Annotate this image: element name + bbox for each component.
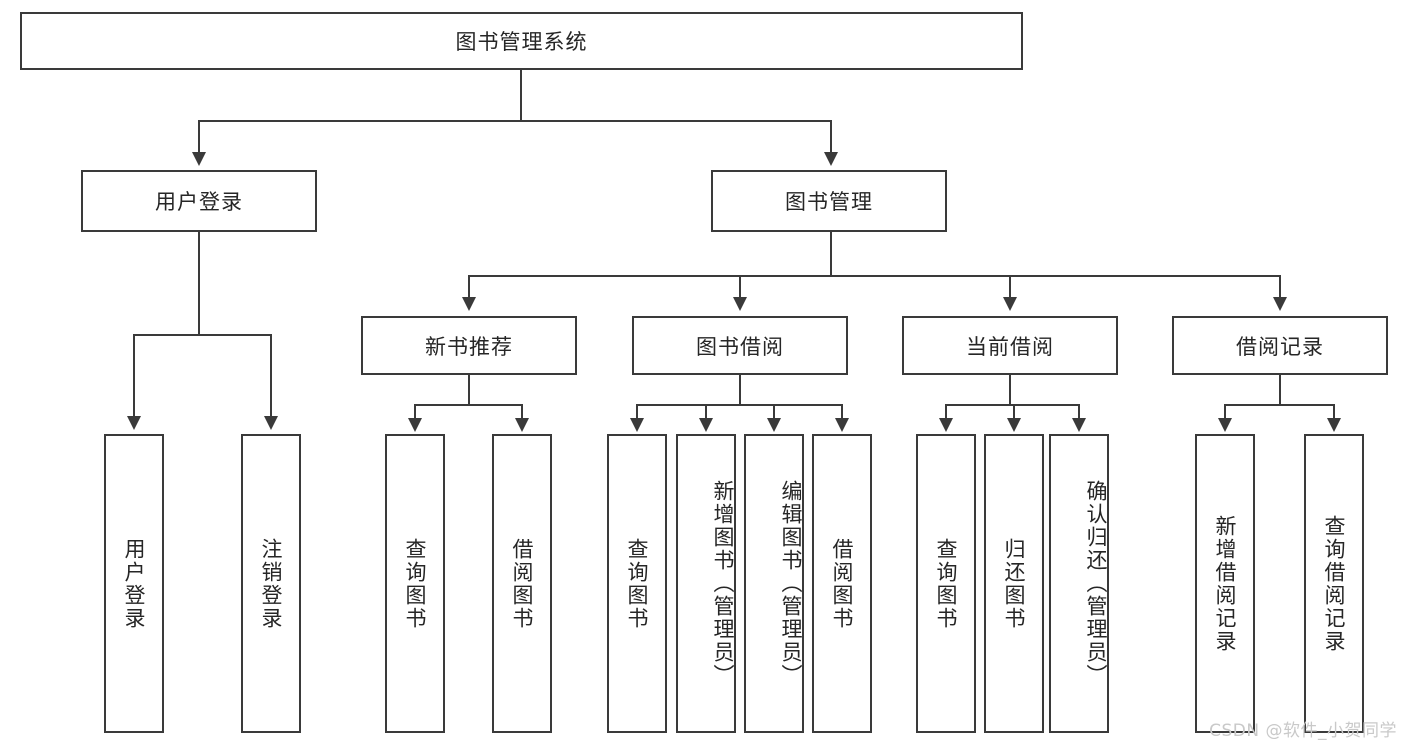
connector-to-new-book-recommend xyxy=(468,275,470,299)
connector-root-bus xyxy=(198,120,832,122)
node-label: 新增借阅记录 xyxy=(1213,514,1238,653)
leaf-query-book-recommend[interactable]: 查询图书 xyxy=(385,434,445,733)
connector-book-borrow-stem xyxy=(739,375,741,405)
connector-to-leaf-add-record xyxy=(1224,404,1226,420)
connector-new-book-recommend-bus xyxy=(415,404,523,406)
node-label: 查询图书 xyxy=(934,537,959,630)
connector-user-login-bus xyxy=(134,334,272,336)
leaf-return-book[interactable]: 归还图书 xyxy=(984,434,1044,733)
node-user-login[interactable]: 用户登录 xyxy=(81,170,317,232)
connector-to-leaf-query-record xyxy=(1333,404,1335,420)
leaf-query-book-borrow[interactable]: 查询图书 xyxy=(607,434,667,733)
connector-root-stem xyxy=(520,70,522,120)
connector-user-login-stem xyxy=(198,232,200,335)
leaf-user-login[interactable]: 用户登录 xyxy=(104,434,164,733)
node-label: 查询图书 xyxy=(625,537,650,630)
arrow-down-icon xyxy=(630,418,644,432)
node-label: 图书管理系统 xyxy=(455,30,588,54)
connector-to-leaf-add-book xyxy=(705,404,707,420)
node-borrow-record[interactable]: 借阅记录 xyxy=(1172,316,1388,375)
connector-book-borrow-bus xyxy=(637,404,843,406)
leaf-logout[interactable]: 注销登录 xyxy=(241,434,301,733)
connector-book-management-stem xyxy=(830,232,832,276)
connector-root-to-book-management xyxy=(830,120,832,154)
arrow-down-icon xyxy=(1007,418,1021,432)
node-label: 用户登录 xyxy=(155,190,243,214)
watermark-text: CSDN @软件_小贺同学 xyxy=(1209,721,1397,741)
connector-new-book-recommend-stem xyxy=(468,375,470,405)
node-label: 编辑图书（管理员） xyxy=(779,480,803,687)
arrow-down-icon xyxy=(699,418,713,432)
connector-to-leaf-logout xyxy=(270,334,272,418)
arrow-down-icon xyxy=(264,416,278,430)
node-label: 归还图书 xyxy=(1002,537,1027,630)
arrow-down-icon xyxy=(192,152,206,166)
arrow-down-icon xyxy=(835,418,849,432)
connector-borrow-record-stem xyxy=(1279,375,1281,405)
connector-to-leaf-edit-book xyxy=(773,404,775,420)
connector-to-leaf-confirm-return xyxy=(1078,404,1080,420)
connector-root-to-user-login xyxy=(198,120,200,154)
arrow-down-icon xyxy=(127,416,141,430)
arrow-down-icon xyxy=(515,418,529,432)
leaf-add-borrow-record[interactable]: 新增借阅记录 xyxy=(1195,434,1255,733)
node-label: 图书借阅 xyxy=(696,334,784,359)
node-label: 查询图书 xyxy=(403,537,428,630)
arrow-down-icon xyxy=(1003,297,1017,311)
node-book-management[interactable]: 图书管理 xyxy=(711,170,947,232)
connector-to-borrow-record xyxy=(1279,275,1281,299)
arrow-down-icon xyxy=(733,297,747,311)
connector-to-leaf-query-book-2 xyxy=(636,404,638,420)
arrow-down-icon xyxy=(1273,297,1287,311)
connector-to-leaf-borrow-book-1 xyxy=(521,404,523,420)
connector-to-current-borrow xyxy=(1009,275,1011,299)
connector-to-leaf-return-book xyxy=(1013,404,1015,420)
leaf-confirm-return-admin[interactable]: 确认归还（管理员） xyxy=(1049,434,1109,733)
connector-to-leaf-borrow-book-2 xyxy=(841,404,843,420)
connector-current-borrow-stem xyxy=(1009,375,1011,405)
arrow-down-icon xyxy=(462,297,476,311)
connector-borrow-record-bus xyxy=(1225,404,1335,406)
connector-to-book-borrow xyxy=(739,275,741,299)
leaf-edit-book-admin[interactable]: 编辑图书（管理员） xyxy=(744,434,804,733)
node-label: 新增图书（管理员） xyxy=(711,480,735,687)
connector-to-leaf-query-book-3 xyxy=(945,404,947,420)
leaf-query-borrow-record[interactable]: 查询借阅记录 xyxy=(1304,434,1364,733)
node-book-borrow[interactable]: 图书借阅 xyxy=(632,316,848,375)
leaf-borrow-book-recommend[interactable]: 借阅图书 xyxy=(492,434,552,733)
node-label: 图书管理 xyxy=(785,190,873,214)
node-label: 借阅记录 xyxy=(1236,334,1324,359)
node-label: 借阅图书 xyxy=(830,537,855,630)
leaf-borrow-book[interactable]: 借阅图书 xyxy=(812,434,872,733)
arrow-down-icon xyxy=(824,152,838,166)
node-label: 当前借阅 xyxy=(966,334,1054,359)
node-label: 注销登录 xyxy=(259,537,284,630)
arrow-down-icon xyxy=(939,418,953,432)
node-new-book-recommend[interactable]: 新书推荐 xyxy=(361,316,577,375)
connector-to-leaf-query-book-1 xyxy=(414,404,416,420)
node-label: 借阅图书 xyxy=(510,537,535,630)
arrow-down-icon xyxy=(408,418,422,432)
arrow-down-icon xyxy=(767,418,781,432)
leaf-add-book-admin[interactable]: 新增图书（管理员） xyxy=(676,434,736,733)
connector-to-leaf-user-login xyxy=(133,334,135,418)
arrow-down-icon xyxy=(1327,418,1341,432)
node-label: 确认归还（管理员） xyxy=(1084,480,1108,687)
arrow-down-icon xyxy=(1072,418,1086,432)
node-root-book-management-system[interactable]: 图书管理系统 xyxy=(20,12,1023,70)
connector-book-management-bus xyxy=(468,275,1280,277)
leaf-query-book-current[interactable]: 查询图书 xyxy=(916,434,976,733)
node-current-borrow[interactable]: 当前借阅 xyxy=(902,316,1118,375)
node-label: 查询借阅记录 xyxy=(1322,514,1347,653)
arrow-down-icon xyxy=(1218,418,1232,432)
node-label: 用户登录 xyxy=(122,537,147,630)
node-label: 新书推荐 xyxy=(425,334,513,359)
